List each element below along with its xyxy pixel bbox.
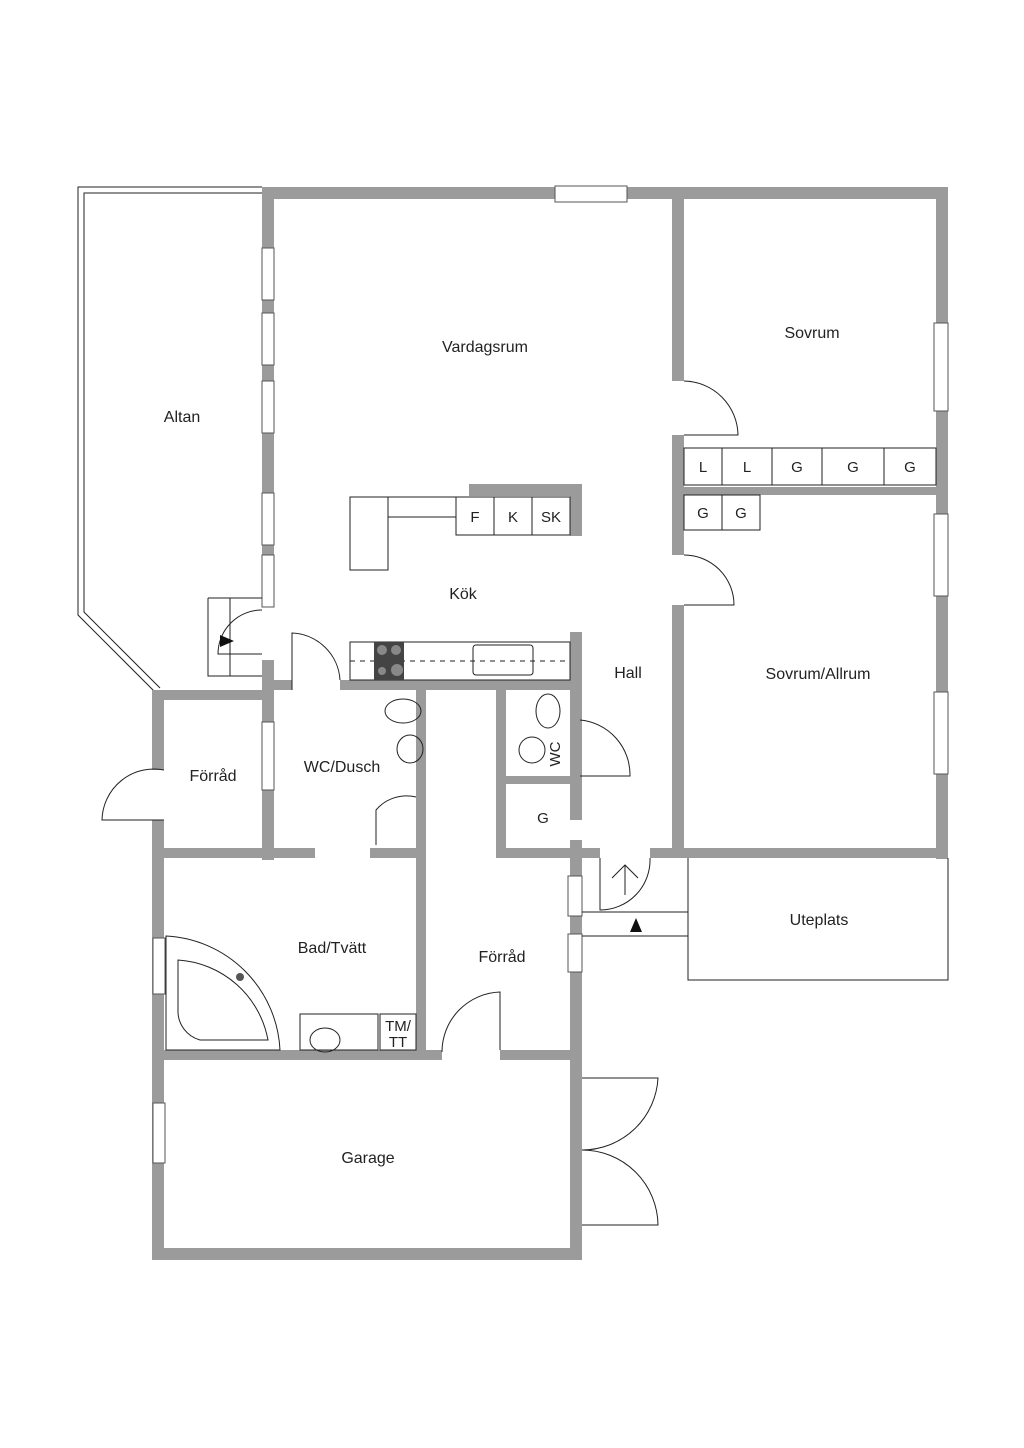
doors — [101, 380, 949, 1226]
label-bad-tvatt: Bad/Tvätt — [298, 940, 367, 957]
windows — [152, 185, 949, 1164]
label-forrad-small: Förråd — [189, 767, 236, 785]
label-wardrobe: G — [847, 459, 859, 476]
label-hall: Hall — [614, 665, 642, 682]
wardrobes — [683, 447, 937, 531]
bathtub-icon — [165, 935, 281, 1051]
toilet-icon — [535, 693, 561, 729]
label-kok: Kök — [449, 586, 478, 603]
label-wardrobe: L — [699, 459, 707, 476]
label-wardrobe: G — [791, 459, 803, 476]
label-wc: WC — [547, 741, 564, 766]
sink-icon — [472, 644, 534, 676]
label-tm: TM/ — [385, 1018, 412, 1035]
label-wardrobe: L — [743, 459, 751, 476]
label-cabinet: SK — [541, 509, 561, 526]
bath-fixtures — [165, 693, 561, 1053]
toilet-icon — [384, 698, 422, 724]
label-wardrobe: G — [697, 505, 709, 522]
label-altan: Altan — [164, 409, 200, 426]
label-wardrobe: G — [735, 505, 747, 522]
label-garage: Garage — [341, 1150, 394, 1167]
label-tt: TT — [389, 1034, 407, 1051]
label-g-closet: G — [537, 810, 549, 827]
label-fridge: F — [470, 509, 479, 526]
label-sovrum: Sovrum — [784, 325, 839, 342]
altan-deck — [77, 186, 262, 693]
label-freezer: K — [508, 509, 518, 526]
label-uteplats: Uteplats — [790, 912, 849, 929]
label-sovrum-allrum: Sovrum/Allrum — [766, 666, 871, 683]
label-vardagsrum: Vardagsrum — [442, 339, 528, 356]
label-wardrobe: G — [904, 459, 916, 476]
basin-icon — [396, 734, 424, 764]
basin-icon — [518, 736, 546, 764]
kitchen-fixtures — [349, 496, 571, 681]
shower-icon — [375, 795, 417, 845]
label-forrad: Förråd — [478, 948, 525, 966]
label-wc-dusch: WC/Dusch — [304, 759, 380, 776]
